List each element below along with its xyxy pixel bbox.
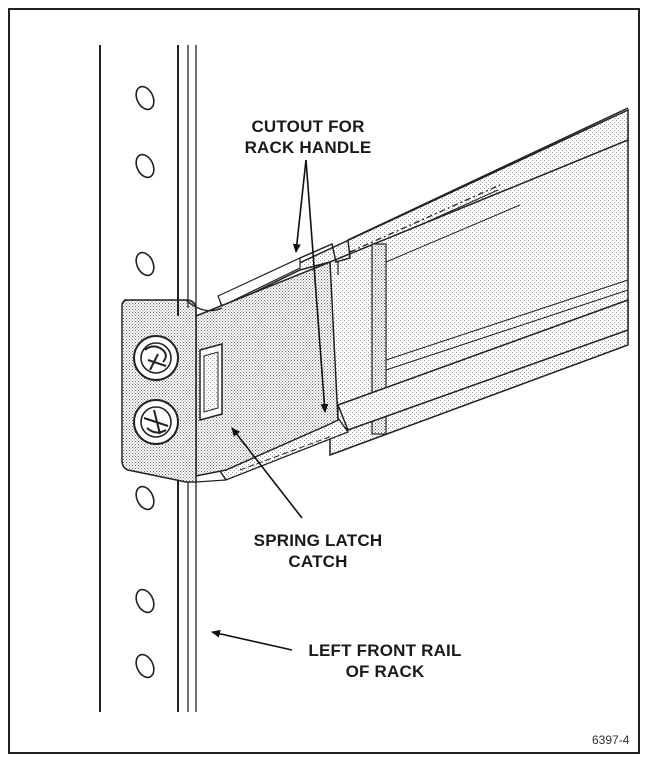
left-front-rail bbox=[99, 45, 197, 712]
cutout-label: CUTOUT FOR RACK HANDLE bbox=[218, 116, 398, 158]
rail-label-line2: OF RACK bbox=[345, 662, 425, 681]
rail-hole bbox=[135, 251, 155, 277]
spring-latch-label-line1: SPRING LATCH bbox=[253, 531, 383, 550]
cutout-label-line2: RACK HANDLE bbox=[244, 138, 372, 157]
spring-latch-window bbox=[199, 343, 223, 421]
rail-arrow bbox=[211, 629, 293, 651]
screw-top bbox=[133, 335, 179, 381]
cutout-arrow-top bbox=[292, 159, 307, 253]
slide-rail bbox=[212, 107, 629, 481]
rail-hole bbox=[135, 485, 155, 511]
cutout-arrow-bottom bbox=[305, 159, 329, 413]
rail-hole bbox=[135, 588, 155, 614]
front-bracket bbox=[121, 260, 339, 483]
spring-latch-arrow bbox=[231, 427, 303, 519]
rail-label-line1: LEFT FRONT RAIL bbox=[308, 641, 462, 660]
rail-hole bbox=[135, 653, 155, 679]
rail-label: LEFT FRONT RAIL OF RACK bbox=[290, 640, 480, 682]
rail-hole bbox=[135, 85, 155, 111]
rail-hole bbox=[135, 153, 155, 179]
leader-arrows bbox=[211, 159, 329, 651]
spring-latch-label: SPRING LATCH CATCH bbox=[238, 530, 398, 572]
screw-bottom bbox=[133, 399, 179, 445]
figure-number: 6397-4 bbox=[592, 733, 630, 747]
spring-latch-label-line2: CATCH bbox=[288, 552, 348, 571]
cutout-label-line1: CUTOUT FOR bbox=[251, 117, 365, 136]
